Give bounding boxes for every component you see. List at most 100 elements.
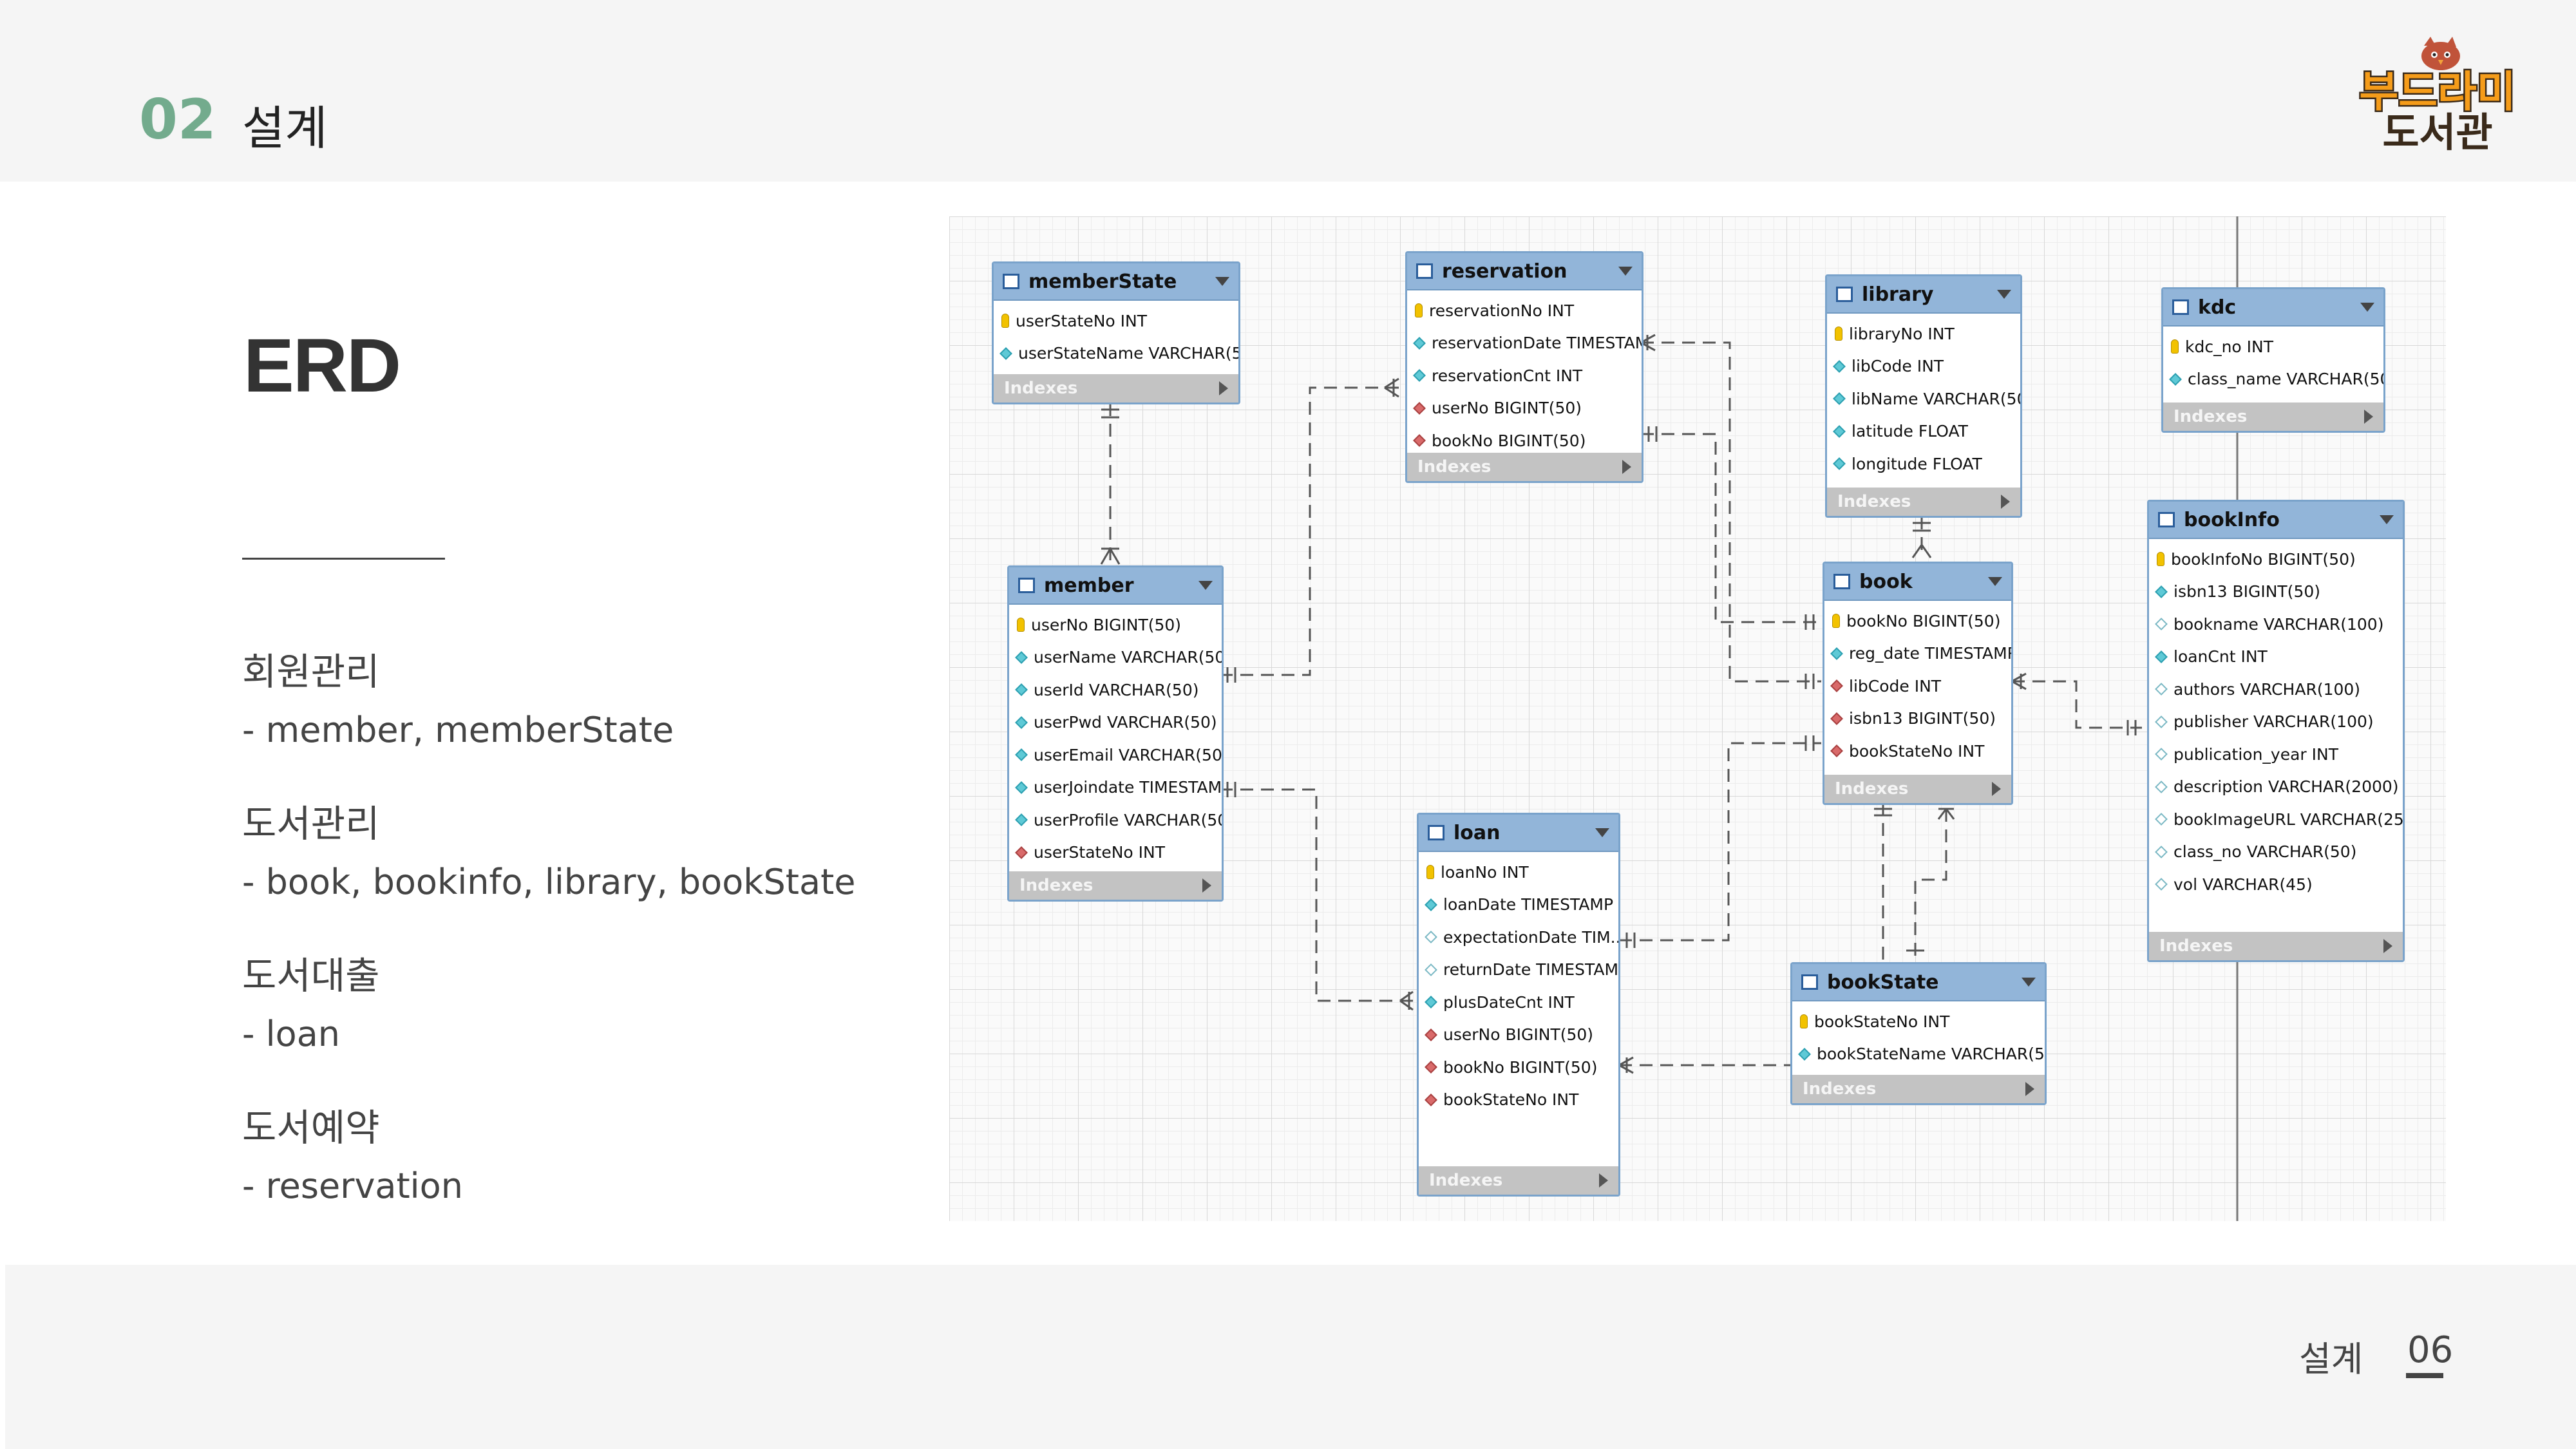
chevron-down-icon[interactable] (1997, 290, 2011, 299)
table-header[interactable]: member (1009, 567, 1222, 605)
column-row[interactable]: returnDate TIMESTAMP (1419, 954, 1618, 987)
column-row[interactable]: bookNo BIGINT(50) (1824, 605, 2011, 638)
column-row[interactable]: userStateName VARCHAR(50) (994, 337, 1238, 370)
column-row[interactable]: userStateNo INT (994, 305, 1238, 337)
chevron-down-icon[interactable] (1988, 577, 2002, 586)
column-row[interactable]: longitude FLOAT (1827, 448, 2020, 480)
indexes-bar[interactable]: Indexes (2149, 932, 2403, 960)
column-row[interactable]: loanDate TIMESTAMP (1419, 889, 1618, 922)
column-row[interactable]: bookStateNo INT (1824, 735, 2011, 768)
column-row[interactable]: bookNo BIGINT(50) (1407, 424, 1642, 457)
column-row[interactable]: bookStateName VARCHAR(50) (1792, 1038, 2045, 1071)
erd-table-bookinfo[interactable]: bookInfo bookInfoNo BIGINT(50)isbn13 BIGI… (2147, 500, 2405, 962)
expand-arrow-icon[interactable] (1219, 381, 1228, 395)
rel-book-bookstate-b (1914, 809, 1947, 966)
expand-arrow-icon[interactable] (1599, 1173, 1608, 1188)
column-row[interactable]: authors VARCHAR(100) (2149, 673, 2403, 706)
column-row[interactable]: description VARCHAR(2000) (2149, 771, 2403, 804)
expand-arrow-icon[interactable] (1622, 460, 1631, 474)
chevron-down-icon[interactable] (1215, 277, 1229, 286)
indexes-bar[interactable]: Indexes (2163, 402, 2383, 431)
column-row[interactable]: expectationDate TIM... (1419, 921, 1618, 954)
column-row[interactable]: libCode INT (1824, 670, 2011, 703)
column-row[interactable]: loanCnt INT (2149, 641, 2403, 674)
column-row[interactable]: userNo BIGINT(50) (1407, 392, 1642, 425)
table-header[interactable]: library (1827, 276, 2020, 314)
expand-arrow-icon[interactable] (2383, 939, 2392, 953)
table-header[interactable]: bookInfo (2149, 502, 2403, 539)
expand-arrow-icon[interactable] (2364, 410, 2373, 424)
column-row[interactable]: userProfile VARCHAR(50) (1009, 804, 1222, 837)
column-row[interactable]: libName VARCHAR(50) (1827, 383, 2020, 415)
not-null-column-icon (1015, 781, 1028, 794)
column-row[interactable]: bookImageURL VARCHAR(250) (2149, 803, 2403, 836)
column-row[interactable]: loanNo INT (1419, 856, 1618, 889)
column-row[interactable]: kdc_no INT (2163, 330, 2383, 363)
expand-arrow-icon[interactable] (2025, 1082, 2034, 1096)
chevron-down-icon[interactable] (2360, 303, 2374, 312)
foreign-key-icon (1425, 1028, 1437, 1041)
column-row[interactable]: bookname VARCHAR(100) (2149, 608, 2403, 641)
column-row[interactable]: userPwd VARCHAR(50) (1009, 706, 1222, 739)
column-row[interactable]: class_name VARCHAR(50) (2163, 363, 2383, 396)
column-row[interactable]: plusDateCnt INT (1419, 986, 1618, 1019)
column-row[interactable]: bookNo BIGINT(50) (1419, 1051, 1618, 1084)
chevron-down-icon[interactable] (2380, 515, 2394, 524)
chevron-down-icon[interactable] (1198, 581, 1213, 590)
column-row[interactable]: publisher VARCHAR(100) (2149, 706, 2403, 739)
chevron-down-icon[interactable] (1618, 267, 1633, 276)
column-row[interactable]: libraryNo INT (1827, 317, 2020, 350)
indexes-bar[interactable]: Indexes (1419, 1166, 1618, 1195)
table-header[interactable]: book (1824, 564, 2011, 601)
table-header[interactable]: bookState (1792, 964, 2045, 1001)
indexes-bar[interactable]: Indexes (1827, 488, 2020, 516)
column-row[interactable]: libCode INT (1827, 350, 2020, 383)
column-row[interactable]: class_no VARCHAR(50) (2149, 836, 2403, 869)
column-row[interactable]: userId VARCHAR(50) (1009, 674, 1222, 706)
column-row[interactable]: publication_year INT (2149, 738, 2403, 771)
chevron-down-icon[interactable] (1595, 828, 1609, 837)
column-row[interactable]: userName VARCHAR(50) (1009, 641, 1222, 674)
indexes-bar[interactable]: Indexes (1407, 453, 1642, 481)
column-row[interactable]: reg_date TIMESTAMP (1824, 638, 2011, 670)
column-row[interactable]: bookStateNo INT (1419, 1084, 1618, 1117)
column-text: reservationCnt INT (1432, 366, 1583, 385)
column-row[interactable]: userJoindate TIMESTAMP (1009, 772, 1222, 804)
primary-key-icon (2157, 552, 2164, 567)
table-header[interactable]: reservation (1407, 253, 1642, 290)
column-row[interactable]: vol VARCHAR(45) (2149, 868, 2403, 901)
table-header[interactable]: kdc (2163, 289, 2383, 327)
column-row[interactable]: userEmail VARCHAR(50) (1009, 739, 1222, 772)
column-row[interactable]: reservationNo INT (1407, 294, 1642, 327)
column-row[interactable]: reservationCnt INT (1407, 359, 1642, 392)
indexes-bar[interactable]: Indexes (994, 374, 1238, 402)
column-row[interactable]: latitude FLOAT (1827, 415, 2020, 448)
expand-arrow-icon[interactable] (1992, 782, 2001, 796)
column-row[interactable]: userNo BIGINT(50) (1009, 609, 1222, 641)
table-header[interactable]: loan (1419, 815, 1618, 852)
indexes-label: Indexes (1417, 457, 1492, 477)
column-row[interactable]: isbn13 BIGINT(50) (2149, 576, 2403, 609)
expand-arrow-icon[interactable] (1202, 878, 1211, 893)
column-row[interactable]: bookInfoNo BIGINT(50) (2149, 543, 2403, 576)
indexes-bar[interactable]: Indexes (1824, 775, 2011, 803)
expand-arrow-icon[interactable] (2001, 495, 2010, 509)
indexes-bar[interactable]: Indexes (1009, 871, 1222, 900)
table-header[interactable]: memberState (994, 263, 1238, 301)
indexes-bar[interactable]: Indexes (1792, 1075, 2045, 1103)
column-row[interactable]: reservationDate TIMESTAMP (1407, 327, 1642, 360)
column-row[interactable]: userStateNo INT (1009, 837, 1222, 869)
column-row[interactable]: userNo BIGINT(50) (1419, 1019, 1618, 1052)
erd-table-member[interactable]: member userNo BIGINT(50)userName VARCHAR(… (1007, 565, 1224, 902)
column-row[interactable]: bookStateNo INT (1792, 1005, 2045, 1038)
column-row[interactable]: isbn13 BIGINT(50) (1824, 703, 2011, 735)
chevron-down-icon[interactable] (2022, 978, 2036, 987)
